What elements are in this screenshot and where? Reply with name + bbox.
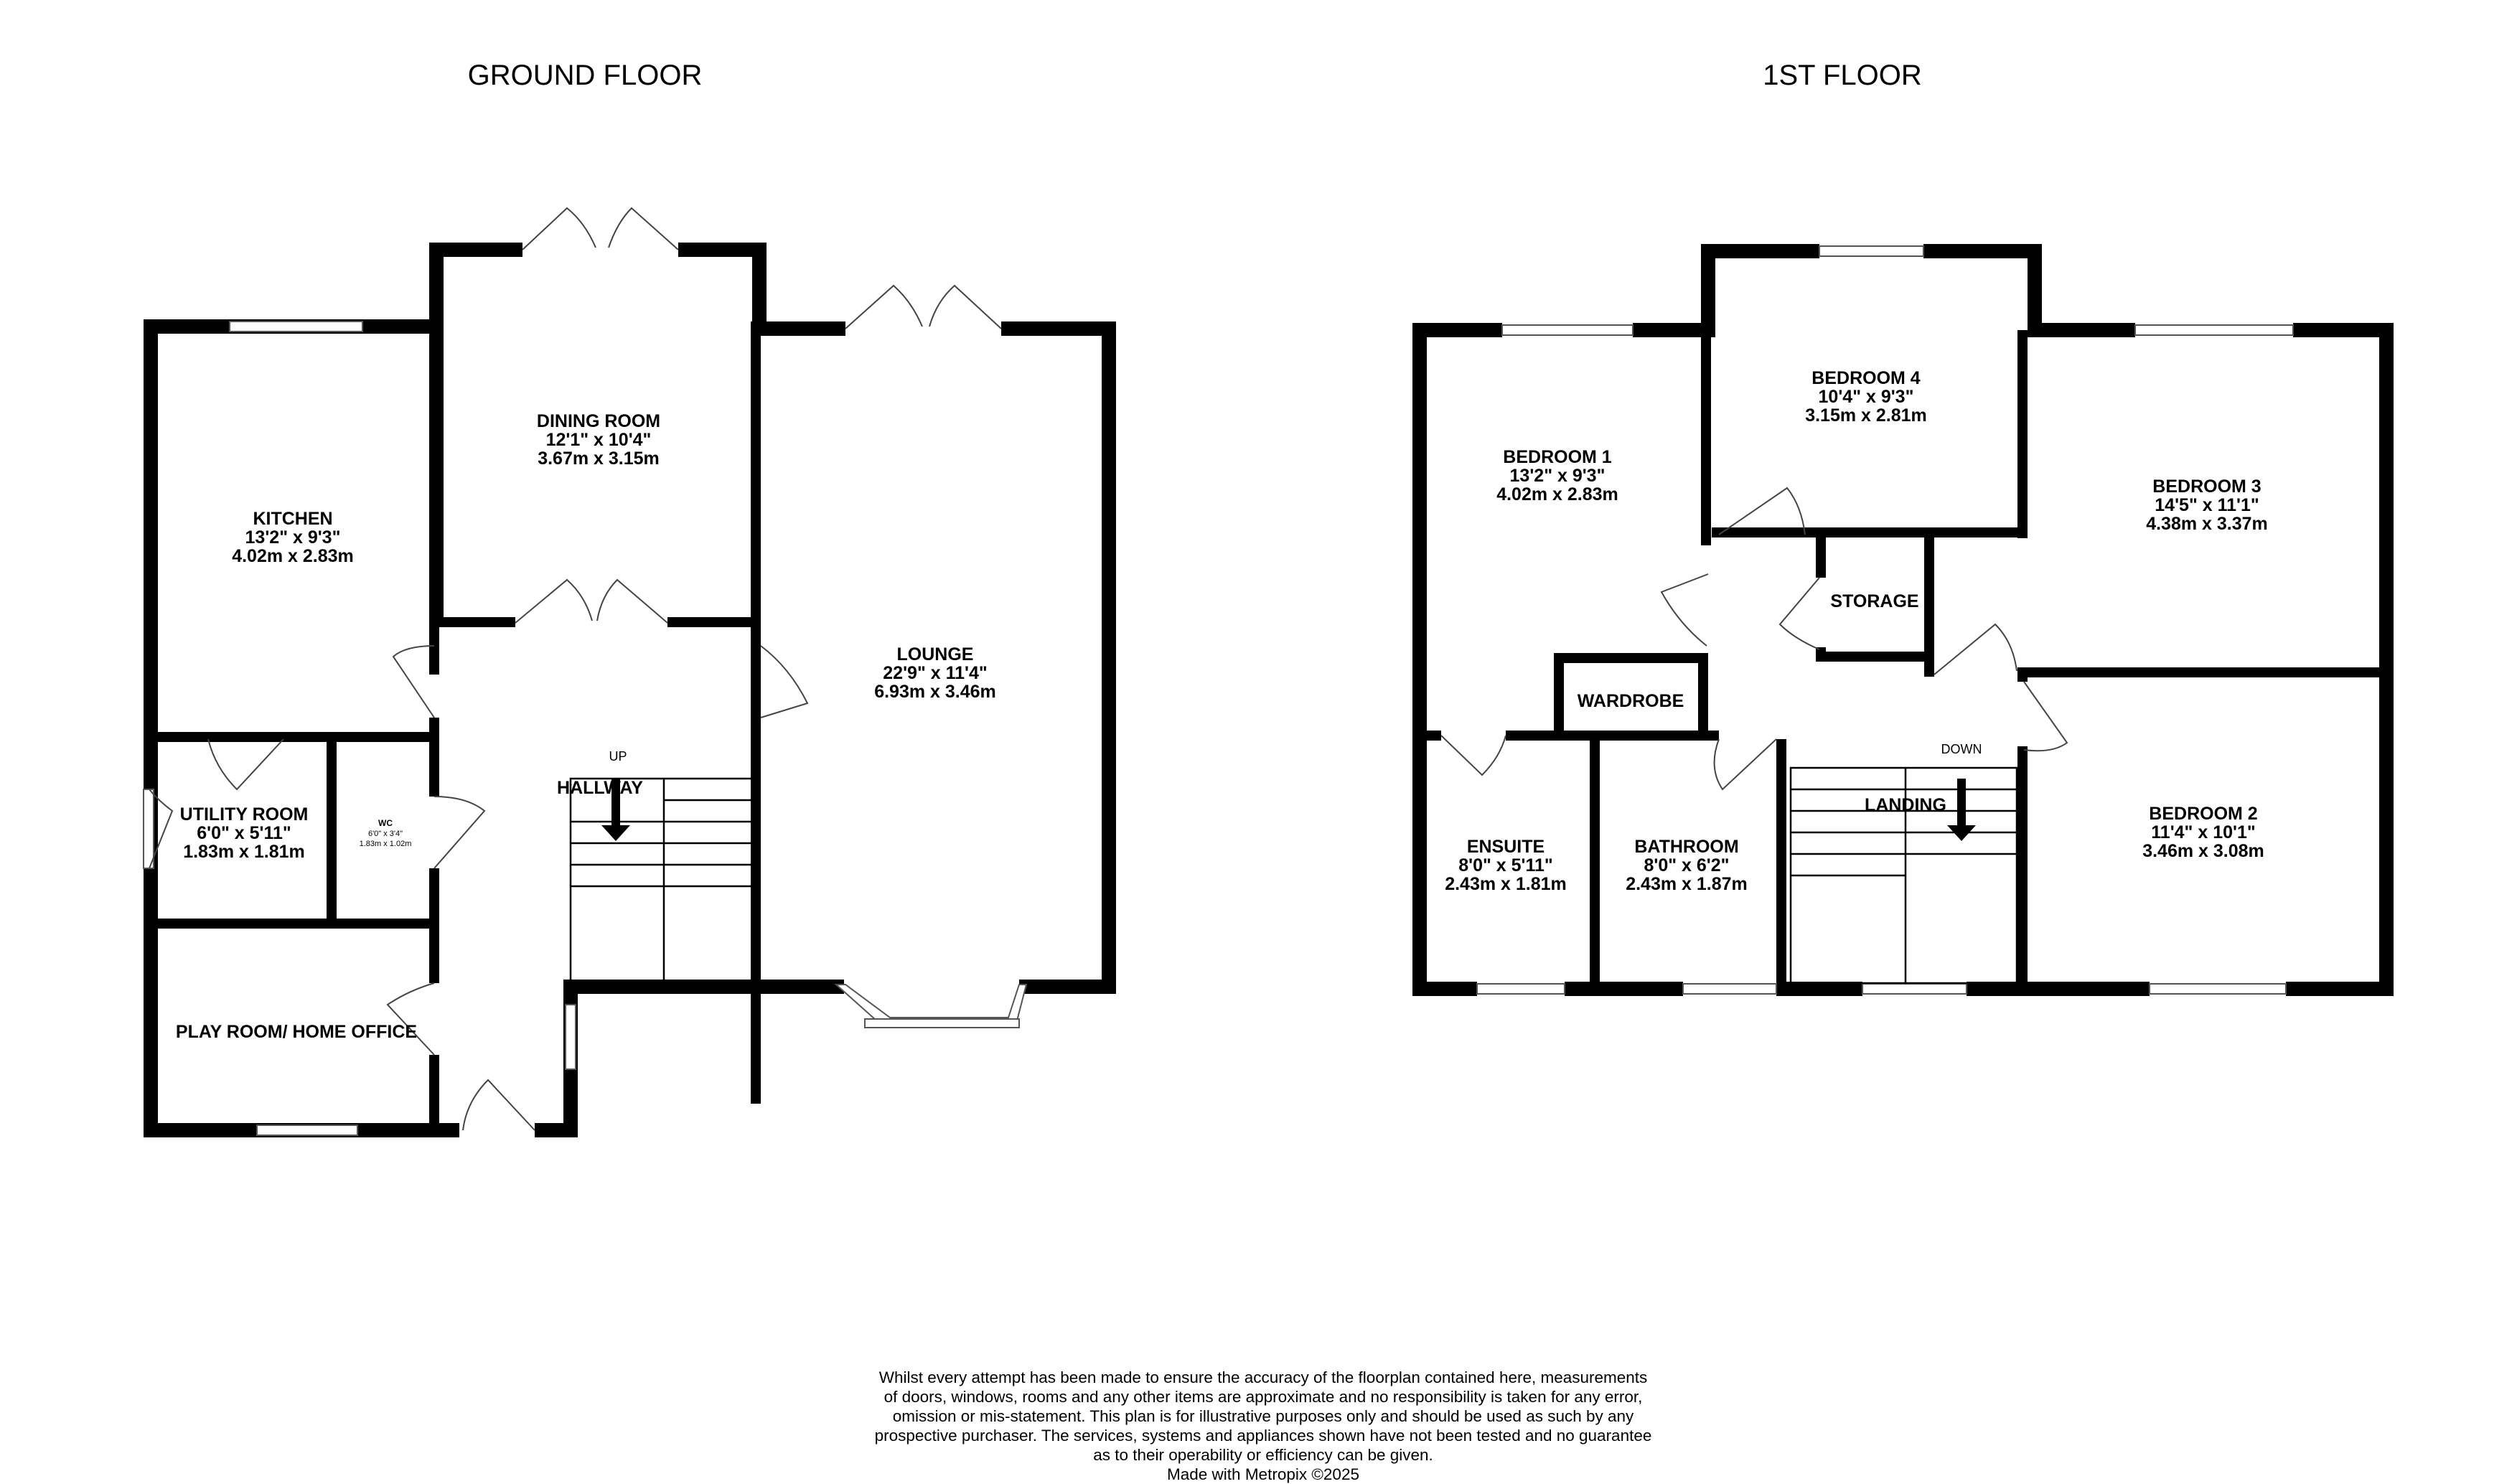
bedroom-1-metric: 4.02m x 2.83m: [1496, 484, 1618, 504]
metropix-credit: Made with Metropix ©2025: [1167, 1465, 1359, 1483]
ground-floor-doors: [149, 207, 1002, 1131]
wc-metric: 1.83m x 1.02m: [360, 840, 412, 848]
bedroom-3-name: BEDROOM 3: [2152, 476, 2261, 497]
dining-room-label: DINING ROOM 12'1" x 10'4" 3.67m x 3.15m: [537, 411, 660, 469]
utility-room-metric: 1.83m x 1.81m: [183, 842, 305, 862]
bathroom-label: BATHROOM 8'0" x 6'2" 2.43m x 1.87m: [1626, 837, 1748, 894]
utility-room-label: UTILITY ROOM 6'0" x 5'11" 1.83m x 1.81m: [180, 804, 309, 862]
ground-floor-title: GROUND FLOOR: [468, 60, 703, 91]
lounge-metric: 6.93m x 3.46m: [874, 682, 996, 702]
ensuite-imperial: 8'0" x 5'11": [1458, 855, 1553, 875]
bedroom-4-imperial: 10'4" x 9'3": [1819, 387, 1914, 407]
lounge-name: LOUNGE: [897, 644, 974, 664]
first-floor-windows: [1476, 245, 2294, 995]
bedroom-2-name: BEDROOM 2: [2149, 804, 2257, 824]
bedroom-4-metric: 3.15m x 2.81m: [1805, 405, 1927, 426]
bathroom-imperial: 8'0" x 6'2": [1644, 855, 1729, 875]
bedroom-2-imperial: 11'4" x 10'1": [2151, 822, 2255, 842]
lounge-label: LOUNGE 22'9" x 11'4" 6.93m x 3.46m: [874, 644, 996, 702]
bathroom-name: BATHROOM: [1634, 837, 1738, 857]
wc-imperial: 6'0" x 3'4": [368, 830, 403, 838]
bedroom-3-label: BEDROOM 3 14'5" x 11'1" 4.38m x 3.37m: [2146, 476, 2268, 534]
ground-floor-windows: [143, 321, 1028, 1136]
dining-room-imperial: 12'1" x 10'4": [546, 430, 652, 450]
lounge-imperial: 22'9" x 11'4": [883, 663, 987, 683]
bedroom-1-imperial: 13'2" x 9'3": [1510, 466, 1606, 486]
ensuite-label: ENSUITE 8'0" x 5'11" 2.43m x 1.81m: [1445, 837, 1567, 894]
storage-name: STORAGE: [1830, 591, 1918, 611]
kitchen-imperial: 13'2" x 9'3": [245, 527, 341, 548]
kitchen-label: KITCHEN 13'2" x 9'3" 4.02m x 2.83m: [232, 509, 354, 566]
disclaimer-line: Whilst every attempt has been made to en…: [878, 1368, 1648, 1386]
landing-name: LANDING: [1865, 795, 1946, 815]
disclaimer-line: omission or mis-statement. This plan is …: [892, 1407, 1634, 1425]
bedroom-3-imperial: 14'5" x 11'1": [2155, 495, 2259, 515]
dining-room-name: DINING ROOM: [537, 411, 660, 431]
bedroom-3-metric: 4.38m x 3.37m: [2146, 514, 2268, 534]
disclaimer-line: prospective purchaser. The services, sys…: [874, 1427, 1652, 1445]
utility-room-imperial: 6'0" x 5'11": [197, 823, 291, 843]
kitchen-name: KITCHEN: [253, 509, 332, 529]
bedroom-2-metric: 3.46m x 3.08m: [2142, 841, 2264, 861]
bedroom-1-name: BEDROOM 1: [1503, 447, 1612, 467]
bedroom-4-name: BEDROOM 4: [1811, 368, 1921, 388]
first-floor-walls: [1412, 244, 2394, 996]
first-floor-doors: [1440, 487, 2068, 791]
wardrobe-name: WARDROBE: [1578, 691, 1684, 711]
play-room-name: PLAY ROOM/ HOME OFFICE: [176, 1022, 417, 1042]
ensuite-name: ENSUITE: [1467, 837, 1545, 857]
bedroom-2-label: BEDROOM 2 11'4" x 10'1" 3.46m x 3.08m: [2142, 804, 2264, 861]
disclaimer-line: of doors, windows, rooms and any other i…: [883, 1388, 1643, 1406]
kitchen-metric: 4.02m x 2.83m: [232, 546, 354, 566]
utility-room-name: UTILITY ROOM: [180, 804, 309, 825]
first-floor-stairs: [1789, 766, 2018, 985]
disclaimer-line: as to their operability or efficiency ca…: [1093, 1446, 1433, 1464]
first-stairs-down-label: DOWN: [1941, 742, 1982, 756]
bedroom-1-label: BEDROOM 1 13'2" x 9'3" 4.02m x 2.83m: [1496, 447, 1618, 504]
ground-stairs-up-label: UP: [609, 749, 627, 764]
wc-name: WC: [378, 818, 393, 828]
wc-label: WC 6'0" x 3'4" 1.83m x 1.02m: [360, 818, 412, 848]
dining-room-metric: 3.67m x 3.15m: [538, 449, 660, 469]
ground-floor-stairs: [569, 777, 755, 982]
bathroom-metric: 2.43m x 1.87m: [1626, 874, 1748, 894]
ensuite-metric: 2.43m x 1.81m: [1445, 874, 1567, 894]
hallway-name: HALLWAY: [557, 778, 643, 798]
disclaimer: Whilst every attempt has been made to en…: [754, 1368, 1773, 1484]
bedroom-4-label: BEDROOM 4 10'4" x 9'3" 3.15m x 2.81m: [1805, 368, 1927, 426]
first-floor-title: 1ST FLOOR: [1763, 60, 1922, 91]
